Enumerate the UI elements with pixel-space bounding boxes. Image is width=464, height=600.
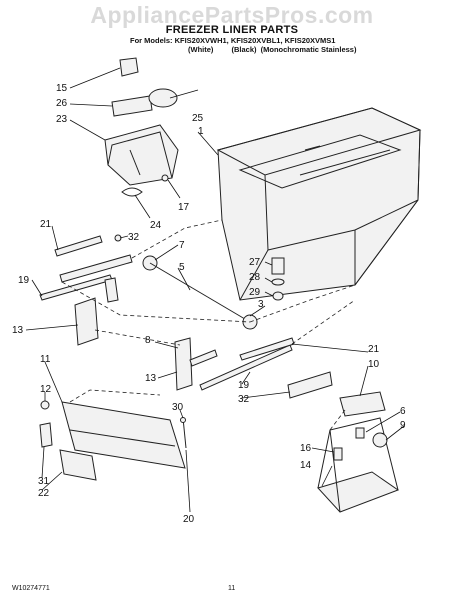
callout-19-left: 19 — [18, 275, 30, 286]
leader-lines — [25, 67, 405, 513]
callout-5: 5 — [179, 262, 185, 273]
callout-19-right: 19 — [238, 380, 250, 391]
doc-number: W10274771 — [12, 585, 50, 592]
light-housing-drawing — [317, 391, 400, 513]
callout-15: 15 — [56, 83, 68, 94]
callout-32-left: 32 — [128, 232, 140, 243]
callout-10: 10 — [368, 359, 380, 370]
left-rails-drawing — [39, 234, 133, 346]
assembly-guides — [61, 219, 356, 431]
watermark: AppliancePartsPros.com — [90, 2, 374, 28]
variant-stainless: (Monochromatic Stainless) — [260, 45, 357, 54]
callout-7: 7 — [179, 240, 185, 251]
callout-29: 29 — [249, 287, 261, 298]
page-title: FREEZER LINER PARTS — [165, 24, 299, 36]
callout-11: 11 — [40, 354, 51, 365]
page-number: 11 — [228, 585, 236, 592]
drawer-liner-drawing — [216, 107, 422, 301]
callout-20: 20 — [183, 514, 195, 525]
callout-30: 30 — [172, 402, 184, 413]
right-rails-drawing — [174, 337, 333, 399]
callout-28: 28 — [249, 272, 261, 283]
callout-21-left: 21 — [40, 219, 52, 230]
callout-32-right: 32 — [238, 394, 250, 405]
callout-25: 25 — [192, 113, 204, 124]
callout-14: 14 — [300, 460, 312, 471]
callout-1: 1 — [198, 126, 204, 137]
callout-31: 31 — [38, 476, 50, 487]
callout-24: 24 — [150, 220, 162, 231]
axle-drawing — [142, 255, 258, 330]
callout-17: 17 — [178, 202, 190, 213]
callout-3: 3 — [258, 299, 264, 310]
callout-22: 22 — [38, 488, 50, 499]
models-line: For Models: KFIS20XVWH1, KFIS20XVBL1, KF… — [130, 36, 336, 45]
callout-21-right: 21 — [368, 344, 380, 355]
callout-6: 6 — [400, 406, 406, 417]
variant-black: (Black) — [231, 45, 257, 54]
callout-8: 8 — [145, 335, 151, 346]
icemaker-assembly-drawing — [104, 57, 179, 197]
callout-labels: 15 26 23 25 1 17 24 21 32 7 5 19 27 28 2… — [12, 83, 406, 525]
callout-9: 9 — [400, 420, 406, 431]
model-variants: (White) (Black) (Monochromatic Stainless… — [188, 45, 372, 54]
callout-13-left: 13 — [12, 325, 24, 336]
callout-12: 12 — [40, 384, 52, 395]
callout-26: 26 — [56, 98, 68, 109]
variant-white: (White) — [188, 45, 214, 54]
callout-23: 23 — [56, 114, 68, 125]
fitting-drawing — [271, 257, 285, 301]
callout-16: 16 — [300, 443, 312, 454]
front-cover-drawing — [39, 400, 186, 481]
callout-27: 27 — [249, 257, 261, 268]
callout-13-right: 13 — [145, 373, 157, 384]
screw-drawing — [180, 417, 187, 449]
